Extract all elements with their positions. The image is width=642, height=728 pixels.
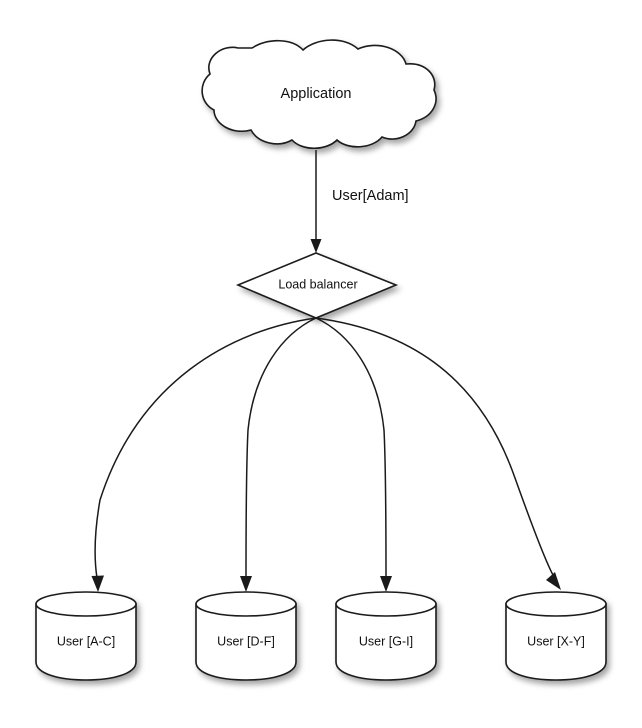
node-database-0[interactable]: User [A-C]: [35, 591, 137, 681]
node-application-cloud[interactable]: Application: [201, 39, 437, 150]
cylinder-body: [195, 603, 297, 681]
cylinder-body: [505, 603, 607, 681]
edge-balancer-to-db-2: [315, 317, 392, 592]
edge-label-user-adam: User[Adam]: [332, 188, 409, 204]
node-database-2[interactable]: User [G-I]: [335, 591, 437, 681]
cylinder-top: [505, 591, 607, 617]
arrow-head-db-3: [546, 572, 561, 590]
database-label: User [G-I]: [359, 634, 413, 648]
database-label: User [D-F]: [217, 634, 275, 648]
cylinder-body: [35, 603, 137, 681]
node-database-3[interactable]: User [X-Y]: [505, 591, 607, 681]
database-label: User [A-C]: [57, 634, 115, 648]
cylinder-top: [35, 591, 137, 617]
edge-curve: [94, 317, 317, 579]
node-database-1[interactable]: User [D-F]: [195, 591, 297, 681]
edge-balancer-to-db-0: [91, 317, 317, 592]
edge-balancer-to-db-3: [315, 317, 561, 590]
cloud-shape: [201, 39, 437, 150]
arrow-head-db-1: [240, 576, 252, 592]
cylinder-body: [335, 603, 437, 681]
arrow-head-db-0: [91, 575, 104, 592]
database-label: User [X-Y]: [527, 634, 585, 648]
node-load-balancer-diamond[interactable]: Load balancer: [235, 252, 399, 319]
edge-balancer-to-db-1: [240, 317, 317, 592]
arrow-head-balancer: [310, 239, 322, 253]
arrow-head-db-2: [380, 576, 392, 592]
cylinder-top: [195, 591, 297, 617]
cloud-label: Application: [281, 86, 352, 102]
edge-curve: [315, 317, 554, 576]
edge-curve: [315, 317, 387, 579]
cylinder-top: [335, 591, 437, 617]
edge-curve: [245, 317, 317, 579]
edge-application-to-balancer: User[Adam]: [310, 150, 409, 253]
diamond-label: Load balancer: [278, 277, 357, 291]
